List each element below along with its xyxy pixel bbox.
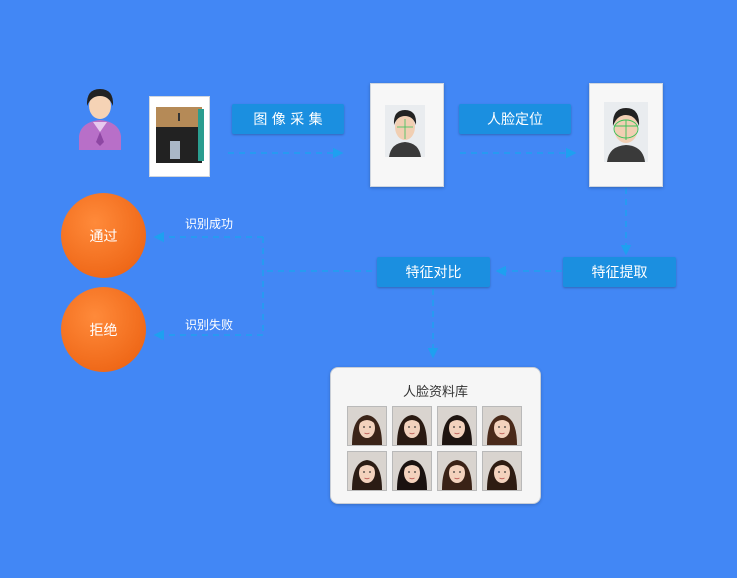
database-face-photo	[437, 406, 477, 446]
face-thumbnail-icon	[438, 452, 476, 490]
face-thumbnail-icon	[393, 407, 431, 445]
face-scanner-icon	[156, 107, 204, 163]
database-face-photo	[482, 406, 522, 446]
face-thumbnail-icon	[483, 452, 521, 490]
face-thumbnail-icon	[483, 407, 521, 445]
step-feature-extract: 特征提取	[563, 257, 676, 287]
database-face-photo	[347, 451, 387, 491]
face-thumbnail-icon	[348, 407, 386, 445]
database-face-photo	[437, 451, 477, 491]
located-face-card	[589, 83, 663, 187]
database-face-photo	[347, 406, 387, 446]
database-face-photo	[392, 451, 432, 491]
edge-label-success: 识别成功	[185, 217, 234, 231]
edge-label-fail: 识别失败	[185, 318, 234, 332]
step-face-locate: 人脸定位	[459, 104, 571, 134]
face-landmark-icon	[604, 102, 648, 162]
database-face-photo	[392, 406, 432, 446]
capture-device-card	[149, 96, 210, 177]
database-title: 人脸资料库	[402, 385, 468, 400]
result-reject: 拒绝	[61, 287, 146, 372]
result-pass: 通过	[61, 193, 146, 278]
face-photo-icon	[385, 105, 425, 157]
step-feature-compare: 特征对比	[377, 257, 490, 287]
face-database-panel: 人脸资料库	[330, 367, 541, 504]
face-thumbnail-icon	[393, 452, 431, 490]
face-thumbnail-icon	[348, 452, 386, 490]
face-thumbnail-icon	[438, 407, 476, 445]
user-icon	[79, 89, 121, 150]
captured-photo-card	[370, 83, 444, 187]
step-image-capture: 图 像 采 集	[232, 104, 344, 134]
database-face-photo	[482, 451, 522, 491]
